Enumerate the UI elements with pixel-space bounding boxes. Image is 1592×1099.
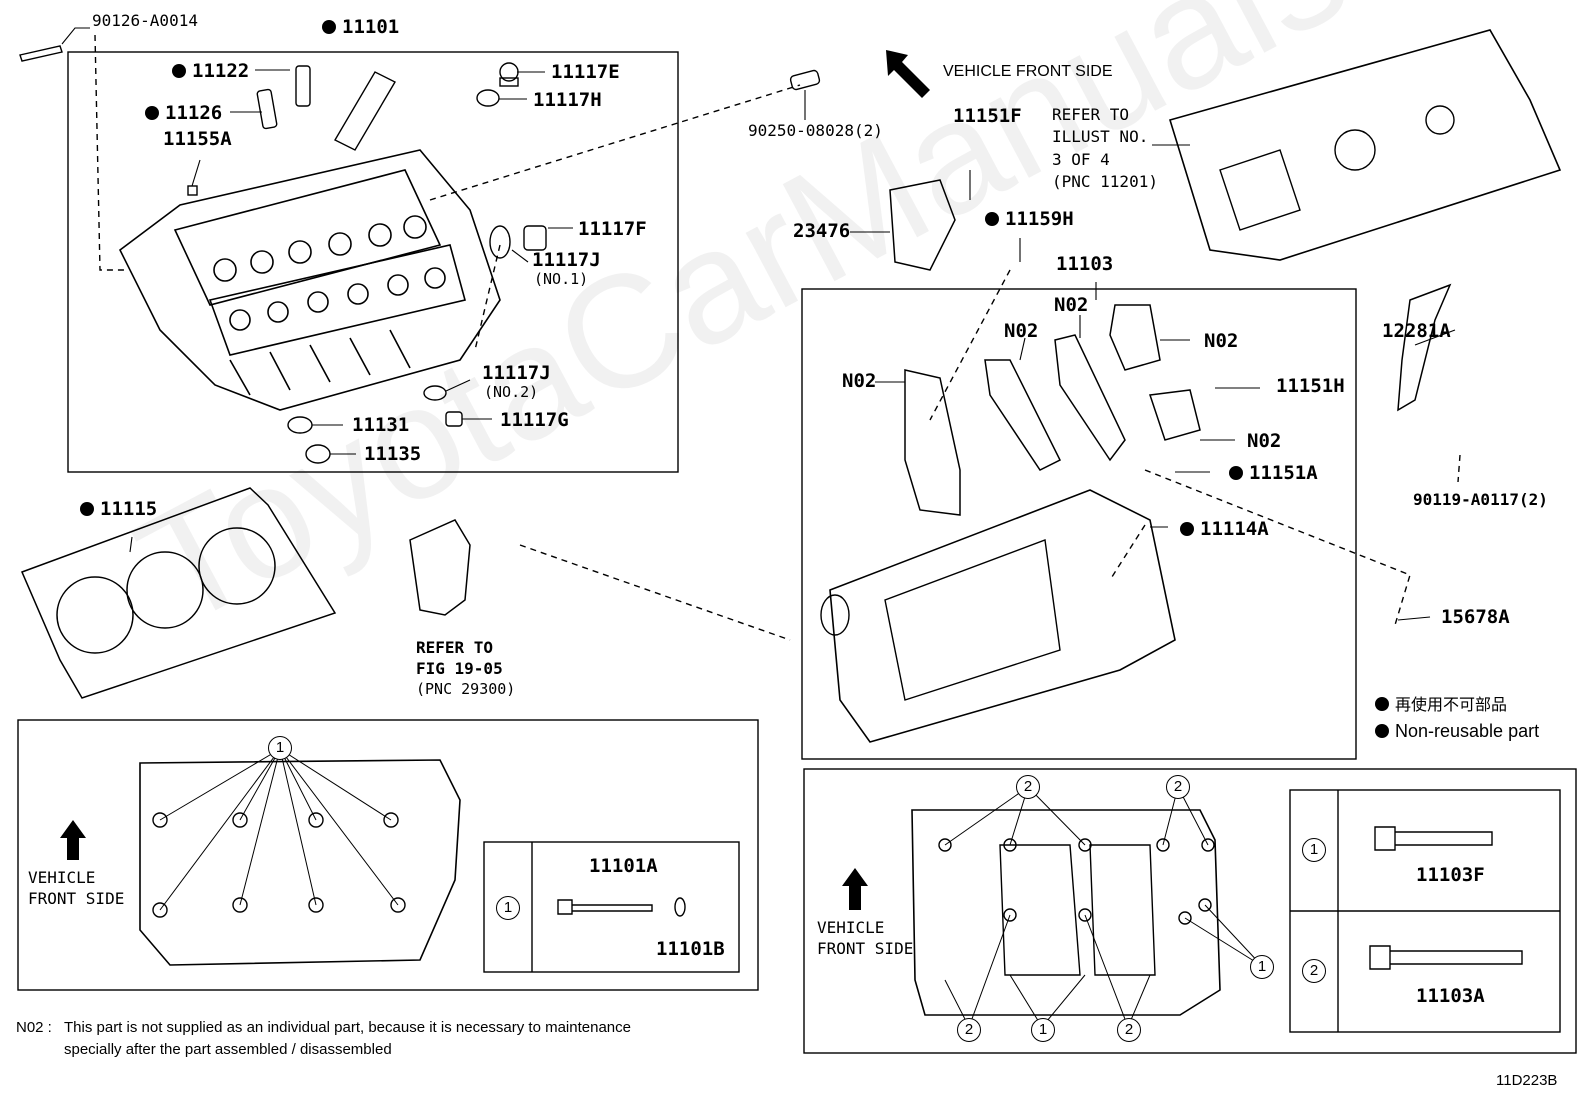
label-11135: 11135: [364, 443, 422, 465]
label-11115: 11115: [80, 500, 157, 519]
callout-2-a: 2: [1016, 775, 1040, 799]
legend-jp: 再使用不可部品: [1375, 697, 1507, 714]
label-11151A: 11151A: [1229, 464, 1318, 483]
vehicle-front-br-2: FRONT SIDE: [817, 939, 914, 958]
label-12281A: 12281A: [1382, 320, 1451, 342]
label-11117E: 11117E: [551, 61, 620, 83]
refer-fig-line1: REFER TO: [416, 638, 494, 657]
vehicle-front-bl-2: FRONT SIDE: [28, 889, 125, 908]
head-bolt-frame: [17, 719, 759, 991]
dashed-leaders: [94, 34, 1461, 641]
label-11103: 11103: [1056, 253, 1114, 275]
vehicle-front-br-1: VEHICLE: [817, 918, 885, 937]
label-n02-e: N02: [1247, 430, 1282, 452]
callout-1-table-r: 1: [1302, 838, 1326, 862]
callout-1-c: 1: [1250, 955, 1274, 979]
label-11126-text: 11126: [165, 102, 223, 124]
head-gasket-shape: [20, 487, 337, 699]
label-11122-text: 11122: [192, 60, 250, 82]
note-line1: This part is not supplied as an individu…: [64, 1019, 631, 1036]
label-11117G: 11117G: [500, 409, 569, 431]
note-prefix: N02 :: [16, 1019, 52, 1036]
callout-1-table: 1: [496, 896, 520, 920]
label-11151A-text: 11151A: [1249, 462, 1318, 484]
label-11117J-no1-note: (NO.1): [534, 270, 589, 288]
label-11114A-text: 11114A: [1200, 518, 1269, 540]
label-11151H: 11151H: [1276, 375, 1345, 397]
cylinder-head-frame: [67, 51, 679, 473]
label-90250: 90250-08028(2): [748, 121, 883, 140]
legend-en: Non-reusable part: [1375, 722, 1539, 740]
head-bolt-holes: [152, 812, 406, 918]
label-11103F: 11103F: [1416, 864, 1485, 886]
label-11101: 11101: [322, 18, 399, 37]
label-11126: 11126: [145, 104, 222, 123]
block-bolt-frame: [803, 768, 1577, 1054]
label-11114A: 11114A: [1180, 520, 1269, 539]
label-n02-a: N02: [842, 370, 877, 392]
block-bolt-holes: [938, 838, 1215, 925]
label-11122: 11122: [172, 62, 249, 81]
label-90119: 90119-A0117(2): [1413, 490, 1548, 509]
label-11159H: 11159H: [985, 210, 1074, 229]
legend-jp-text: 再使用不可部品: [1395, 697, 1508, 714]
refer-top-line3: 3 OF 4: [1052, 150, 1110, 169]
label-11159H-text: 11159H: [1005, 208, 1074, 230]
legend-en-text: Non-reusable part: [1395, 721, 1540, 741]
label-90126: 90126-A0014: [92, 11, 198, 30]
label-11117H: 11117H: [533, 89, 602, 111]
label-11151F: 11151F: [953, 105, 1022, 127]
cylinder-head-shape: [118, 149, 501, 411]
label-23476: 23476: [793, 220, 851, 242]
callout-1-d: 1: [1031, 1018, 1055, 1042]
label-11101-text: 11101: [342, 16, 400, 38]
refer-top-line2: ILLUST NO.: [1052, 127, 1149, 146]
label-11117F: 11117F: [578, 218, 647, 240]
bearing-cap-frame: [801, 288, 1357, 760]
refer-fig-line2: FIG 19-05: [416, 659, 503, 678]
label-15678A: 15678A: [1441, 606, 1510, 628]
vehicle-front-bl-1: VEHICLE: [28, 868, 96, 887]
label-11117J-no1: 11117J: [532, 249, 601, 271]
label-n02-b: N02: [1004, 320, 1039, 342]
label-11101A: 11101A: [589, 855, 658, 877]
callout-2-d: 2: [1117, 1018, 1141, 1042]
diagram-id: 11D223B: [1496, 1072, 1558, 1089]
refer-top-line4: (PNC 11201): [1052, 172, 1158, 191]
leaders: [61, 27, 1456, 621]
label-11117J-no2-note: (NO.2): [484, 383, 539, 401]
vehicle-front-side-top: VEHICLE FRONT SIDE: [943, 63, 1113, 80]
callout-2-b: 2: [1166, 775, 1190, 799]
label-n02-c: N02: [1054, 294, 1089, 316]
label-n02-d: N02: [1204, 330, 1239, 352]
label-11117J-no2: 11117J: [482, 362, 551, 384]
refer-fig-line3: (PNC 29300): [416, 680, 516, 698]
bolt-table-left: [483, 841, 740, 973]
callout-2-c: 2: [957, 1018, 981, 1042]
callout-1-head: 1: [268, 736, 292, 760]
label-11115-text: 11115: [100, 498, 158, 520]
callout-2-table-r: 2: [1302, 959, 1326, 983]
label-11131: 11131: [352, 414, 410, 436]
label-11103A: 11103A: [1416, 985, 1485, 1007]
label-11155A: 11155A: [163, 128, 232, 150]
label-11101B: 11101B: [656, 938, 725, 960]
refer-top-line1: REFER TO: [1052, 105, 1130, 124]
note-line2: specially after the part assembled / dis…: [64, 1041, 392, 1058]
